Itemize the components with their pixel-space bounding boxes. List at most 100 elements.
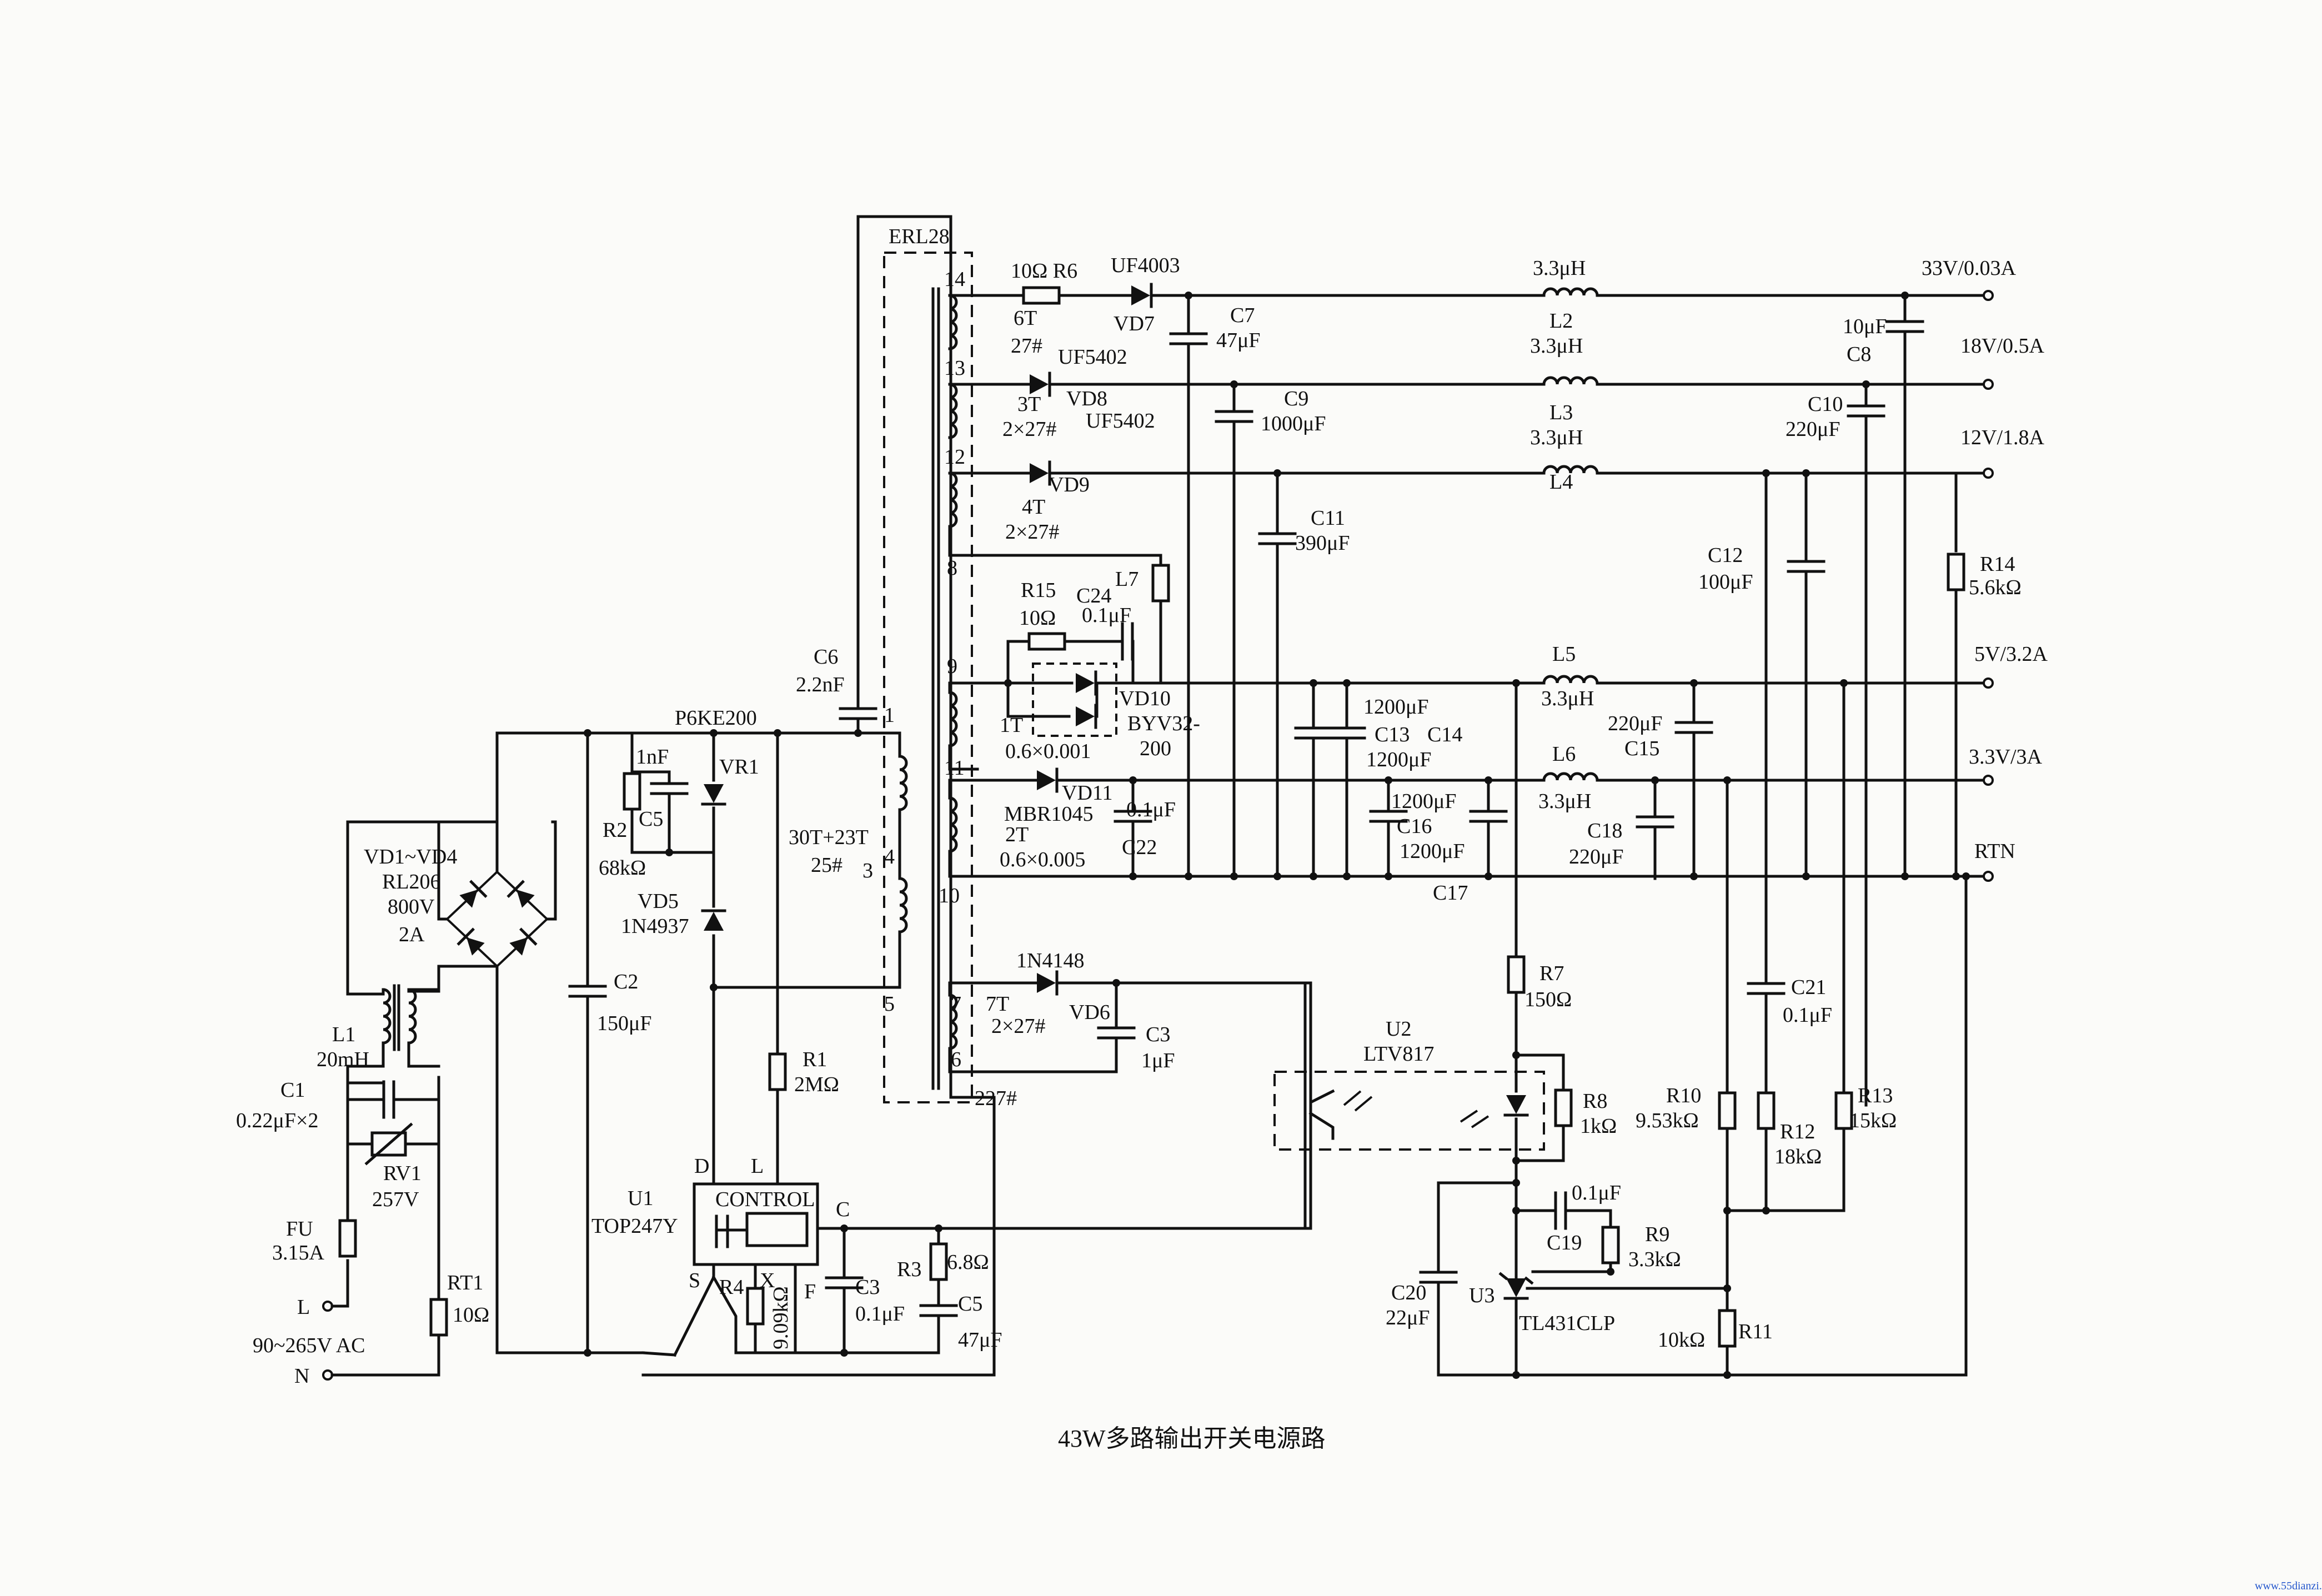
- label-r8-value: 1kΩ: [1580, 1115, 1617, 1138]
- label-l5: L5: [1552, 643, 1576, 666]
- pin-11: 11: [944, 756, 965, 780]
- label-l3: L3: [1549, 401, 1573, 424]
- label-vd7-value: UF4003: [1111, 254, 1180, 277]
- label-l4: L4: [1549, 470, 1573, 494]
- label-33v: 33V/0.03A: [1922, 257, 2017, 280]
- label-w7: 7T: [986, 992, 1009, 1016]
- label-l1: L1: [332, 1023, 355, 1046]
- label-c9: C9: [1284, 387, 1308, 410]
- pin-13: 13: [944, 357, 965, 380]
- label-terminal-l: L: [297, 1296, 310, 1319]
- label-w14b: 27#: [1011, 334, 1042, 358]
- label-vd9-value: UF5402: [1086, 409, 1155, 433]
- label-r14-value: 5.6kΩ: [1969, 576, 2022, 599]
- pin-9: 9: [947, 655, 957, 678]
- label-vd1: VD1~VD4: [364, 845, 457, 869]
- label-erl28: ERL28: [889, 225, 950, 248]
- pin-8: 8: [947, 556, 957, 580]
- label-vd1-type: RL206: [382, 870, 441, 894]
- opto-led: [1505, 1095, 1527, 1115]
- label-w13: 3T: [1017, 393, 1041, 416]
- fuse-fu: [340, 1221, 355, 1256]
- resistor-r3: [931, 1244, 946, 1279]
- label-vd5-value: 1N4937: [621, 915, 689, 938]
- label-l6: L6: [1552, 742, 1576, 766]
- capacitor-c13: [1296, 728, 1331, 738]
- label-pin-l: L: [751, 1155, 764, 1178]
- label-c22: C22: [1122, 836, 1157, 859]
- label-r2: R2: [603, 819, 627, 842]
- label-r3: R3: [897, 1258, 921, 1281]
- resistor-r7: [1508, 957, 1524, 992]
- pin-12: 12: [944, 445, 965, 469]
- pin-14: 14: [944, 268, 965, 291]
- resistor-r12: [1758, 1093, 1774, 1128]
- label-c16: C16: [1397, 815, 1432, 838]
- label-vd6-value: 1N4148: [1016, 949, 1084, 972]
- label-c3b: C3: [1146, 1023, 1170, 1046]
- label-c24-value: 0.1μF: [1082, 604, 1131, 627]
- label-u3: U3: [1469, 1284, 1494, 1307]
- label-c1: C1: [280, 1078, 305, 1102]
- label-r15-value: 10Ω: [1019, 606, 1056, 630]
- label-c10: C10: [1808, 393, 1843, 416]
- tvs-vr1: [703, 784, 725, 804]
- resistor-r6: [1024, 288, 1059, 303]
- label-rv1: RV1: [383, 1162, 422, 1185]
- label-c9-value: 1000μF: [1261, 412, 1326, 435]
- resistor-r9: [1603, 1227, 1618, 1263]
- optocoupler-u2: [1273, 1071, 1545, 1151]
- label-c18: C18: [1587, 819, 1622, 842]
- label-c13: C13: [1375, 723, 1410, 746]
- label-l2-value: 3.3μH: [1530, 334, 1583, 358]
- terminal-3v3: [1983, 775, 1994, 786]
- label-c19: C19: [1547, 1231, 1582, 1254]
- label-pin-f: F: [804, 1280, 816, 1303]
- label-vr1: VR1: [719, 755, 759, 779]
- label-l5-value: 3.3μH: [1541, 687, 1594, 710]
- label-w9: 1T: [1000, 714, 1023, 737]
- label-c21: C21: [1791, 976, 1826, 999]
- label-c2-value: 150μF: [597, 1012, 652, 1035]
- capacitor-c21: [1748, 983, 1784, 993]
- label-control: CONTROL: [715, 1188, 815, 1211]
- label-r4: R4: [719, 1276, 744, 1299]
- label-r9: R9: [1645, 1223, 1669, 1246]
- label-u1: U1: [628, 1187, 653, 1210]
- label-rt1-value: 10Ω: [453, 1303, 489, 1327]
- label-c6: C6: [814, 645, 838, 669]
- label-pin-c: C: [836, 1198, 850, 1221]
- label-vd10: VD10: [1119, 687, 1171, 710]
- label-c3a: C3: [855, 1276, 880, 1299]
- diode-vd8: [1030, 373, 1050, 395]
- label-c17-value: 1200μF: [1400, 840, 1465, 863]
- label-c7-value: 47μF: [1216, 329, 1261, 352]
- diode-vd5: [703, 911, 725, 931]
- label-vd10-type2: 200: [1140, 737, 1171, 760]
- label-terminal-n: N: [294, 1364, 309, 1388]
- label-fu: FU: [286, 1217, 313, 1241]
- label-5v: 5V/3.2A: [1974, 643, 2048, 666]
- resistor-r8: [1556, 1090, 1571, 1126]
- label-c13-value: 1200μF: [1363, 695, 1429, 719]
- capacitor-c19: [1556, 1193, 1566, 1228]
- resistor-r11: [1719, 1311, 1735, 1346]
- capacitor-c11: [1260, 534, 1295, 544]
- label-3v3: 3.3V/3A: [1969, 745, 2043, 769]
- label-fu-value: 3.15A: [272, 1241, 325, 1264]
- label-c11-value: 390μF: [1295, 531, 1350, 555]
- label-w9b: 0.6×0.001: [1005, 740, 1091, 763]
- diode-vd10-package: [1032, 663, 1117, 737]
- label-l2: L2: [1549, 309, 1573, 333]
- label-18v: 18V/0.5A: [1960, 334, 2045, 358]
- terminal-5v: [1983, 677, 1994, 689]
- label-c24: C24: [1076, 584, 1111, 608]
- label-c21-value: 0.1μF: [1783, 1003, 1832, 1027]
- diode-vd9: [1030, 462, 1050, 484]
- diode-vd7: [1131, 284, 1151, 307]
- label-r11: R11: [1738, 1320, 1773, 1343]
- label-c14-value: 1200μF: [1366, 748, 1432, 771]
- capacitor-c24: [1122, 624, 1132, 659]
- feedback-loop: [1273, 681, 1968, 1379]
- label-l1-value: 20mH: [317, 1048, 369, 1071]
